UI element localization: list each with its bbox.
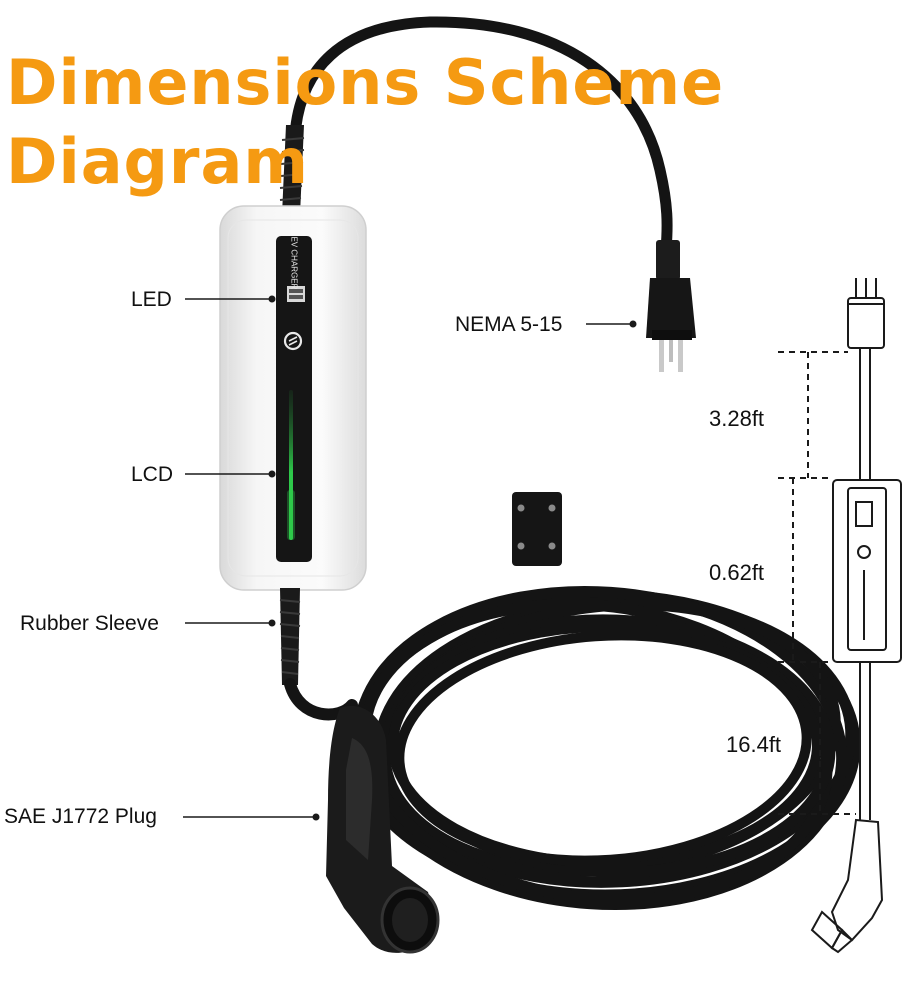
lower-strain-relief: [279, 588, 301, 685]
charger-body-drawing: [219, 205, 367, 591]
top-strain-relief: [279, 125, 305, 215]
schematic-outline: [810, 278, 902, 954]
dimension-lines: [778, 351, 856, 815]
dimension-16-4ft: 16.4ft: [726, 732, 782, 757]
j1772-plug-drawing: [326, 705, 440, 954]
label-lcd: LCD: [131, 463, 174, 486]
dimension-3-28ft: 3.28ft: [709, 406, 765, 431]
label-j1772-plug: SAE J1772 Plug: [4, 805, 157, 828]
callout-dots: [268, 295, 637, 821]
callout-lines: [183, 298, 630, 818]
upper-cable: [289, 16, 673, 256]
label-nema-5-15: NEMA 5-15: [455, 313, 563, 336]
device-screen-text: EV CHARGER: [289, 236, 299, 290]
label-rubber-sleeve: Rubber Sleeve: [20, 612, 159, 635]
dimension-0-62ft: 0.62ft: [709, 560, 765, 585]
title-line-2: Diagram: [6, 125, 309, 198]
title-line-1: Dimensions Scheme: [6, 46, 725, 119]
nema-plug-drawing: [646, 240, 696, 372]
label-led: LED: [131, 288, 172, 311]
